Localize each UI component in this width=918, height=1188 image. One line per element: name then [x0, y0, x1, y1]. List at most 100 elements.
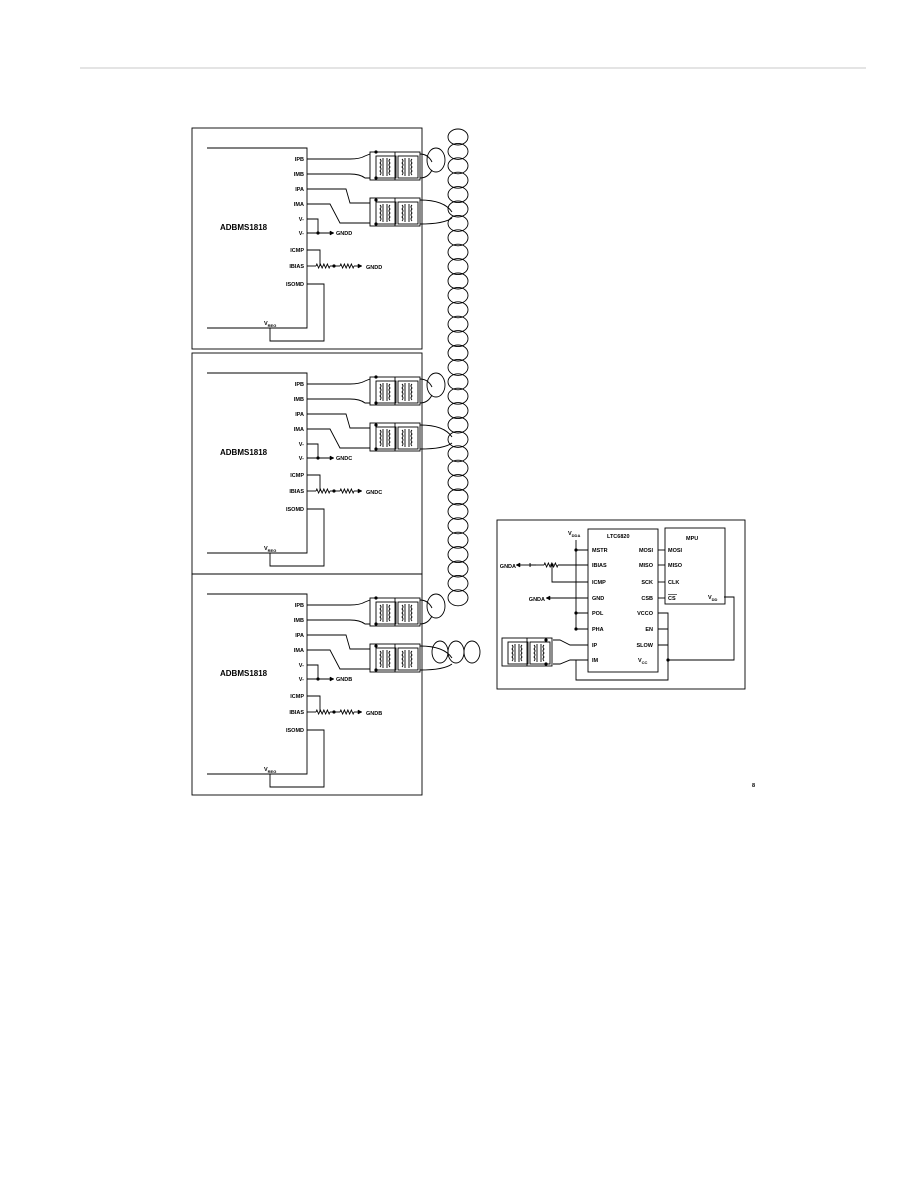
- module-border: [191, 573, 423, 796]
- junction-dot: [374, 176, 378, 180]
- pin-label: IPB: [295, 157, 304, 163]
- ltc6820-label: LTC6820: [607, 534, 630, 540]
- module-3: ADBMS1818IPBIMBIPAIMAV-V-ICMPIBIASISOMDV…: [191, 573, 453, 796]
- ic-part-number: ADBMS1818: [220, 669, 268, 678]
- junction-dot: [544, 638, 548, 642]
- ground-label: GNDB: [336, 677, 352, 683]
- ltc-right-pin-label: CSB: [641, 596, 653, 602]
- junction-dot: [374, 222, 378, 226]
- ltc-left-pin-label: IBIAS: [592, 563, 607, 569]
- junction-dot: [374, 150, 378, 154]
- mpu-pin-label: CLK: [668, 580, 679, 586]
- junction-dot: [574, 611, 578, 615]
- resistor-symbol: [315, 487, 331, 495]
- ltc6820-body: [587, 528, 659, 673]
- pin-label: IBIAS: [289, 489, 304, 495]
- junction-dot: [374, 447, 378, 451]
- ltc-right-pin-label: VCCO: [637, 611, 654, 617]
- ground-arrow-icon: [357, 263, 363, 269]
- junction-dot: [574, 627, 578, 631]
- ic-body: [207, 372, 308, 554]
- mpu-pin-label: CS: [668, 596, 676, 602]
- resistor-symbol: [315, 708, 331, 716]
- vdda-label: VDDA: [568, 531, 580, 538]
- ground-arrow-icon: [545, 595, 551, 601]
- ltc-right-pin-label: SCK: [641, 580, 653, 586]
- pin-label: IPA: [295, 633, 304, 639]
- ltc-right-pin-label: SLOW: [637, 643, 654, 649]
- junction-dot: [374, 401, 378, 405]
- junction-dot: [574, 548, 578, 552]
- junction-dot: [374, 644, 378, 648]
- junction-dot: [374, 198, 378, 202]
- pin-label: IBIAS: [289, 264, 304, 270]
- pin-label: ICMP: [290, 473, 304, 479]
- pin-label: IMA: [294, 427, 304, 433]
- controller-transformer: [502, 638, 552, 666]
- ground-arrow-icon: [357, 488, 363, 494]
- ground-arrow-icon: [329, 455, 335, 461]
- ground-arrow-icon: [329, 230, 335, 236]
- ic-body: [207, 593, 308, 775]
- pin-label: ISOMD: [286, 282, 304, 288]
- pin-label: ISOMD: [286, 507, 304, 513]
- ltc-left-pin-label: IM: [592, 658, 599, 664]
- resistor-symbol: [339, 262, 355, 270]
- pin-label: ICMP: [290, 248, 304, 254]
- pin-label: IMB: [294, 172, 304, 178]
- gnda-label-1: GNDA: [500, 564, 516, 570]
- ltc-left-pin-label: IP: [592, 643, 598, 649]
- ground-arrow-icon: [515, 562, 521, 568]
- vreg-label: VREG: [264, 546, 276, 553]
- ground-label: GNDB: [366, 711, 382, 717]
- ic-body: [207, 147, 308, 329]
- mpu-pin-label: MOSI: [668, 548, 683, 554]
- mpu-pin-label: MISO: [668, 563, 683, 569]
- vreg-label: VREG: [264, 321, 276, 328]
- page-mark: 8: [752, 783, 755, 789]
- pin-label: IMA: [294, 202, 304, 208]
- pin-label: ISOMD: [286, 728, 304, 734]
- pin-label: IMB: [294, 618, 304, 624]
- gnda-label-2: GNDA: [529, 597, 545, 603]
- isolation-transformer-b: [370, 152, 420, 180]
- isolation-transformer-b: [370, 377, 420, 405]
- isolation-transformer-b: [370, 598, 420, 626]
- pin-label: V-: [299, 217, 304, 223]
- pin-label: V-: [299, 456, 304, 462]
- pin-label: V-: [299, 677, 304, 683]
- pin-label: IPA: [295, 187, 304, 193]
- ic-part-number: ADBMS1818: [220, 223, 268, 232]
- ground-label: GNDC: [366, 490, 382, 496]
- junction-dot: [550, 563, 554, 567]
- pin-label: IMB: [294, 397, 304, 403]
- ltc-left-pin-label: GND: [592, 596, 604, 602]
- ground-label: GNDD: [336, 231, 352, 237]
- module-1: ADBMS1818IPBIMBIPAIMAV-V-ICMPIBIASISOMDV…: [191, 127, 453, 350]
- junction-dot: [374, 622, 378, 626]
- module-2: ADBMS1818IPBIMBIPAIMAV-V-ICMPIBIASISOMDV…: [191, 352, 453, 575]
- isolation-transformer-a: [370, 644, 420, 672]
- junction-dot: [316, 231, 320, 235]
- controller-board: LTC6820VDDAMSTRIBIASICMPGNDPOLPHAIPIMMOS…: [496, 519, 746, 690]
- vcc-label: VCC: [638, 658, 648, 665]
- twisted-pair-cable: [426, 128, 481, 664]
- pin-label: IMA: [294, 648, 304, 654]
- resistor-symbol: [339, 487, 355, 495]
- junction-dot: [374, 596, 378, 600]
- vdd-label: VDD: [708, 595, 718, 602]
- ltc-left-pin-label: ICMP: [592, 580, 606, 586]
- module-border: [191, 127, 423, 350]
- ground-label: GNDC: [336, 456, 352, 462]
- ground-arrow-icon: [357, 709, 363, 715]
- pin-label: ICMP: [290, 694, 304, 700]
- junction-dot: [374, 375, 378, 379]
- ground-arrow-icon: [329, 676, 335, 682]
- junction-dot: [316, 677, 320, 681]
- pin-label: IBIAS: [289, 710, 304, 716]
- ltc-right-pin-label: MOSI: [639, 548, 654, 554]
- pin-label: IPB: [295, 382, 304, 388]
- pin-label: V-: [299, 663, 304, 669]
- junction-dot: [544, 662, 548, 666]
